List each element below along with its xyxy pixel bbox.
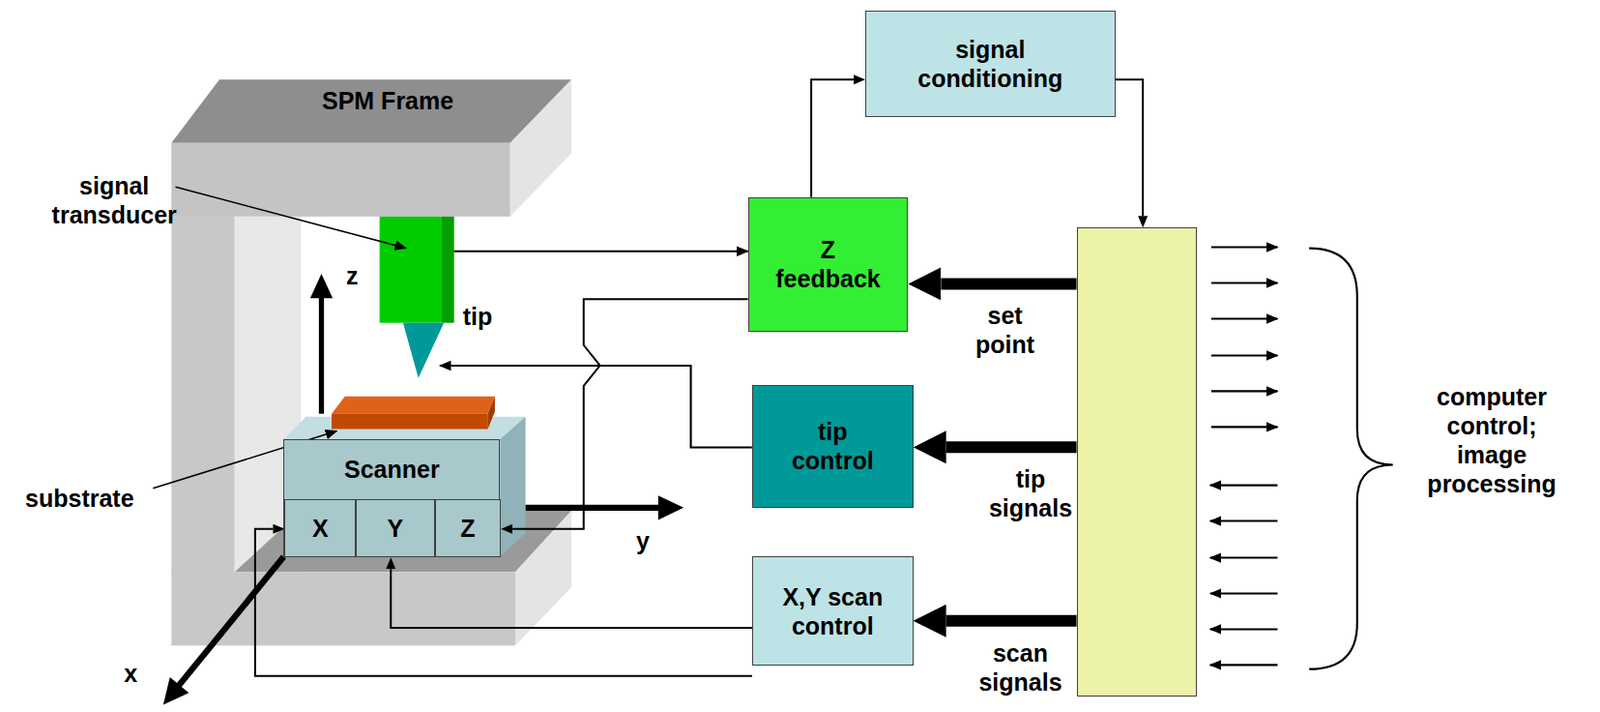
output-arrow xyxy=(1211,425,1279,428)
callout-label: substrate xyxy=(7,483,151,513)
output-arrow xyxy=(1211,389,1279,392)
scanner-cell: Y xyxy=(355,498,435,557)
input-arrow xyxy=(1210,627,1279,630)
tip-wire xyxy=(439,365,753,447)
box-label: Z feedback xyxy=(766,234,890,293)
input-arrow xyxy=(1210,663,1279,666)
label-anchor: y xyxy=(622,525,664,555)
wire xyxy=(811,79,854,197)
leader-line xyxy=(175,186,408,248)
box-label: Z xyxy=(460,513,475,543)
edge-label: scan signals xyxy=(963,638,1077,697)
wire xyxy=(390,568,753,628)
axis-label: z xyxy=(331,261,373,291)
scanner-cell: X xyxy=(284,498,356,557)
input-arrow xyxy=(1210,555,1279,558)
computer-io-arrows xyxy=(1210,247,1279,666)
label-anchor: SPM Frame xyxy=(286,86,491,116)
callout-label: signal transducer xyxy=(37,171,191,230)
computer-box: computer control; image processing xyxy=(1076,227,1198,696)
edge-label-anchor: tip signals xyxy=(979,464,1082,523)
substrate-side xyxy=(488,396,495,430)
box-label: tip control xyxy=(776,416,889,475)
signal-arrow xyxy=(946,440,1077,453)
output-arrow xyxy=(1211,317,1279,320)
brace xyxy=(1309,248,1394,670)
signal-transducer-side xyxy=(441,216,455,323)
y-axis xyxy=(525,504,662,511)
box-label: Y xyxy=(387,513,405,543)
process-box: X,Y scan control xyxy=(752,555,914,666)
input-arrow xyxy=(1210,591,1279,594)
x-axis xyxy=(175,555,285,689)
callout-label: tip xyxy=(446,301,508,331)
label-anchor: x xyxy=(110,658,151,688)
axis-label: x xyxy=(110,658,151,688)
label-anchor: substrate xyxy=(7,483,151,513)
frame-top-side xyxy=(510,79,572,216)
scanner-box: ScannerX Y Z xyxy=(283,438,500,556)
label-anchor: z xyxy=(331,261,373,291)
substrate-top xyxy=(331,396,495,414)
input-arrow xyxy=(1210,519,1279,522)
label-anchor: signal transducer xyxy=(37,171,191,230)
frame-top-front xyxy=(171,143,510,217)
x-axis-head xyxy=(163,676,189,705)
output-arrow xyxy=(1211,245,1279,248)
process-box: tip control xyxy=(752,384,914,508)
y-axis-head xyxy=(658,494,684,520)
scanner-side-face xyxy=(499,416,525,557)
z-axis xyxy=(319,295,324,413)
process-box: signal conditioning xyxy=(865,10,1116,118)
substrate-front xyxy=(331,413,488,430)
bracket-label: computer control; image processing xyxy=(1415,381,1569,498)
signal-arrow xyxy=(940,277,1077,290)
frame-top-face xyxy=(171,79,572,143)
tip-symbol xyxy=(403,322,444,379)
frame-column-front xyxy=(171,216,234,575)
edge-label-anchor: set point xyxy=(959,300,1051,359)
edge-label: set point xyxy=(959,300,1051,359)
signal-arrow xyxy=(946,614,1077,627)
signal-transducer xyxy=(379,216,442,323)
scanner-cell: Z xyxy=(435,498,502,557)
box-label: X xyxy=(312,513,329,543)
z-axis-head xyxy=(310,273,333,298)
output-arrow xyxy=(1211,281,1279,284)
wire xyxy=(512,298,748,528)
output-arrow xyxy=(1211,353,1279,356)
process-box: Z feedback xyxy=(748,197,909,332)
box-label: signal conditioning xyxy=(898,34,1082,93)
edge-label-anchor: scan signals xyxy=(963,638,1077,697)
transducer-wire xyxy=(454,250,749,253)
wire xyxy=(1115,79,1144,216)
input-arrow xyxy=(1210,484,1279,487)
label-anchor: tip xyxy=(446,301,508,331)
edge-label: tip signals xyxy=(979,464,1082,523)
axis-label: y xyxy=(622,525,664,555)
frame-label: SPM Frame xyxy=(286,86,491,116)
box-label: X,Y scan control xyxy=(760,581,904,640)
box-label: Scanner xyxy=(344,439,440,499)
